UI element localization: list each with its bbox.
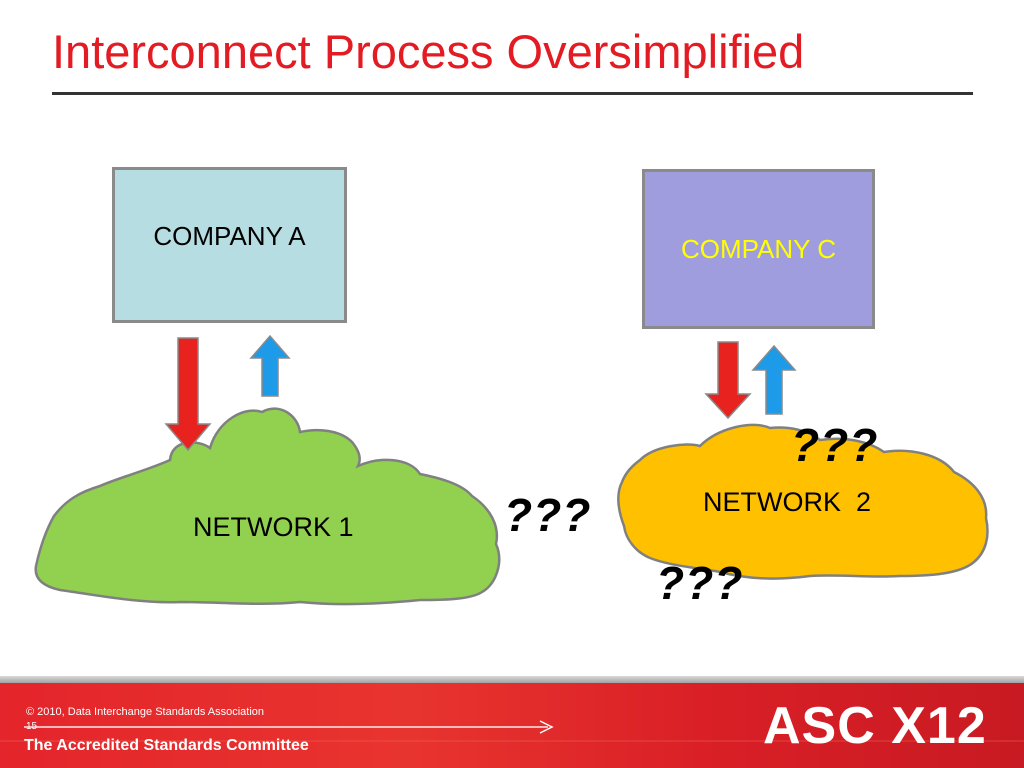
arrow-up-icon: [249, 334, 291, 397]
arrow-down-icon: [704, 341, 752, 420]
slide-number: 15: [26, 721, 38, 732]
footer-divider: [0, 676, 1024, 684]
arrow-down-icon: [164, 337, 212, 452]
slide-title: Interconnect Process Oversimplified: [52, 25, 805, 78]
title-divider: [52, 92, 973, 95]
unknown-mark-bottom: ???: [656, 557, 744, 609]
unknown-mark-top: ???: [791, 419, 879, 471]
footer-decoration: [0, 720, 1024, 742]
network-1-label: NETWORK 1: [193, 512, 354, 542]
unknown-mark-left: ???: [504, 489, 592, 541]
arrow-up-icon: [751, 344, 797, 415]
network-2-label: NETWORK 2: [703, 487, 872, 517]
company-a-box: COMPANY A: [112, 167, 347, 323]
company-c-label: COMPANY C: [680, 233, 837, 264]
network-2-cloud: [617, 423, 989, 580]
network-1-cloud: [34, 407, 501, 606]
ascx12-logo: ASC X12: [763, 697, 987, 755]
committee-text: The Accredited Standards Committee: [24, 737, 309, 754]
company-c-box: COMPANY C: [642, 169, 875, 329]
copyright-text: © 2010, Data Interchange Standards Assoc…: [26, 706, 265, 718]
footer-banner: [0, 683, 1024, 768]
company-a-label: COMPANY A: [153, 220, 306, 251]
